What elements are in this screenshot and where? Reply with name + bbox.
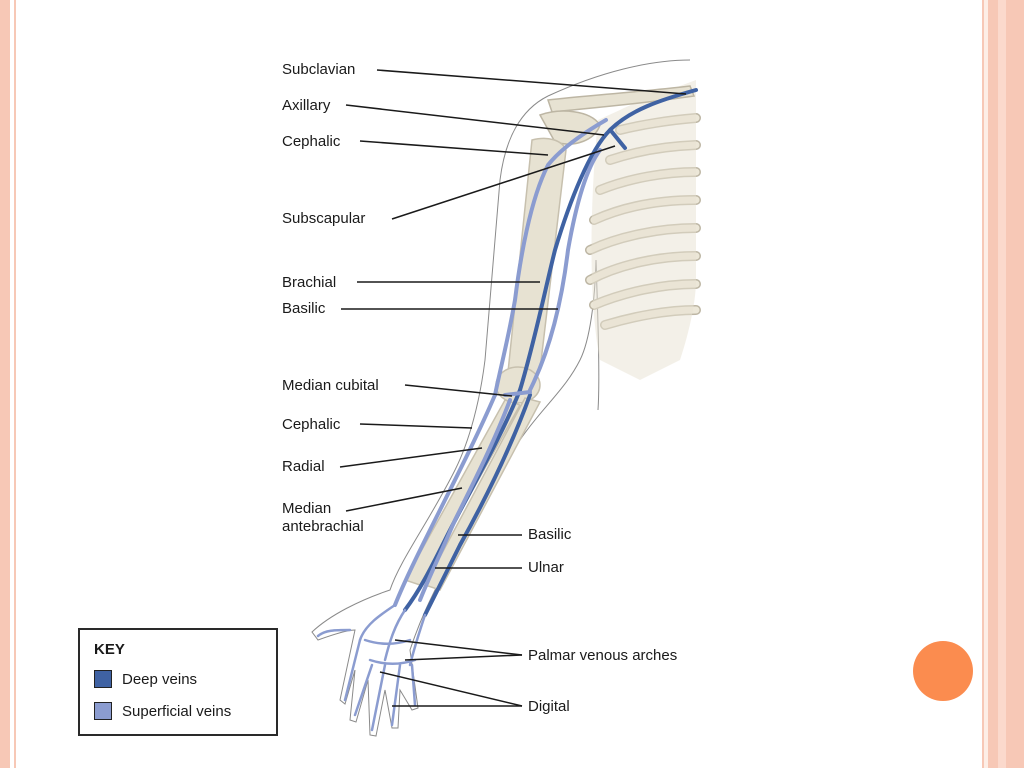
label-axillary: Axillary [282, 97, 331, 114]
key-title: KEY [94, 641, 125, 658]
label-brachial: Brachial [282, 274, 336, 291]
key-deep-label: Deep veins [122, 670, 198, 688]
label-digital: Digital [528, 698, 570, 715]
label-palmar-venous-arches: Palmar venous arches [528, 647, 677, 664]
label-median-cubital: Median cubital [282, 377, 379, 394]
superficial-veins [393, 118, 608, 607]
label-subscapular: Subscapular [282, 210, 365, 227]
leader-lines [339, 69, 687, 707]
label-basilic-upper: Basilic [282, 300, 326, 317]
slide-border-left-inner [14, 0, 16, 768]
label-median-antebrachial-line2: antebrachial [282, 518, 364, 535]
hand-veins [316, 603, 427, 732]
slide-border-right [980, 0, 1024, 768]
key-superficial-label: Superficial veins [122, 702, 232, 720]
label-subclavian: Subclavian [282, 61, 355, 78]
label-basilic-lower: Basilic [528, 526, 572, 543]
label-radial: Radial [282, 458, 325, 475]
key-row-superficial: Superficial veins [94, 702, 231, 720]
slide-border-left [0, 0, 10, 768]
decorative-orange-dot [913, 641, 973, 701]
key-row-deep: Deep veins [94, 670, 197, 688]
labels: Subclavian Axillary Cephalic Subscapular… [282, 61, 677, 715]
key-legend: KEY Deep veins Superficial veins [78, 628, 278, 736]
deep-vein-swatch [94, 670, 112, 688]
label-median-antebrachial-line1: Median [282, 500, 331, 517]
label-cephalic-upper: Cephalic [282, 133, 341, 150]
label-ulnar: Ulnar [528, 559, 564, 576]
label-cephalic-lower: Cephalic [282, 416, 341, 433]
superficial-vein-swatch [94, 702, 112, 720]
humerus-bone [507, 137, 567, 380]
thorax-shade [591, 80, 696, 380]
